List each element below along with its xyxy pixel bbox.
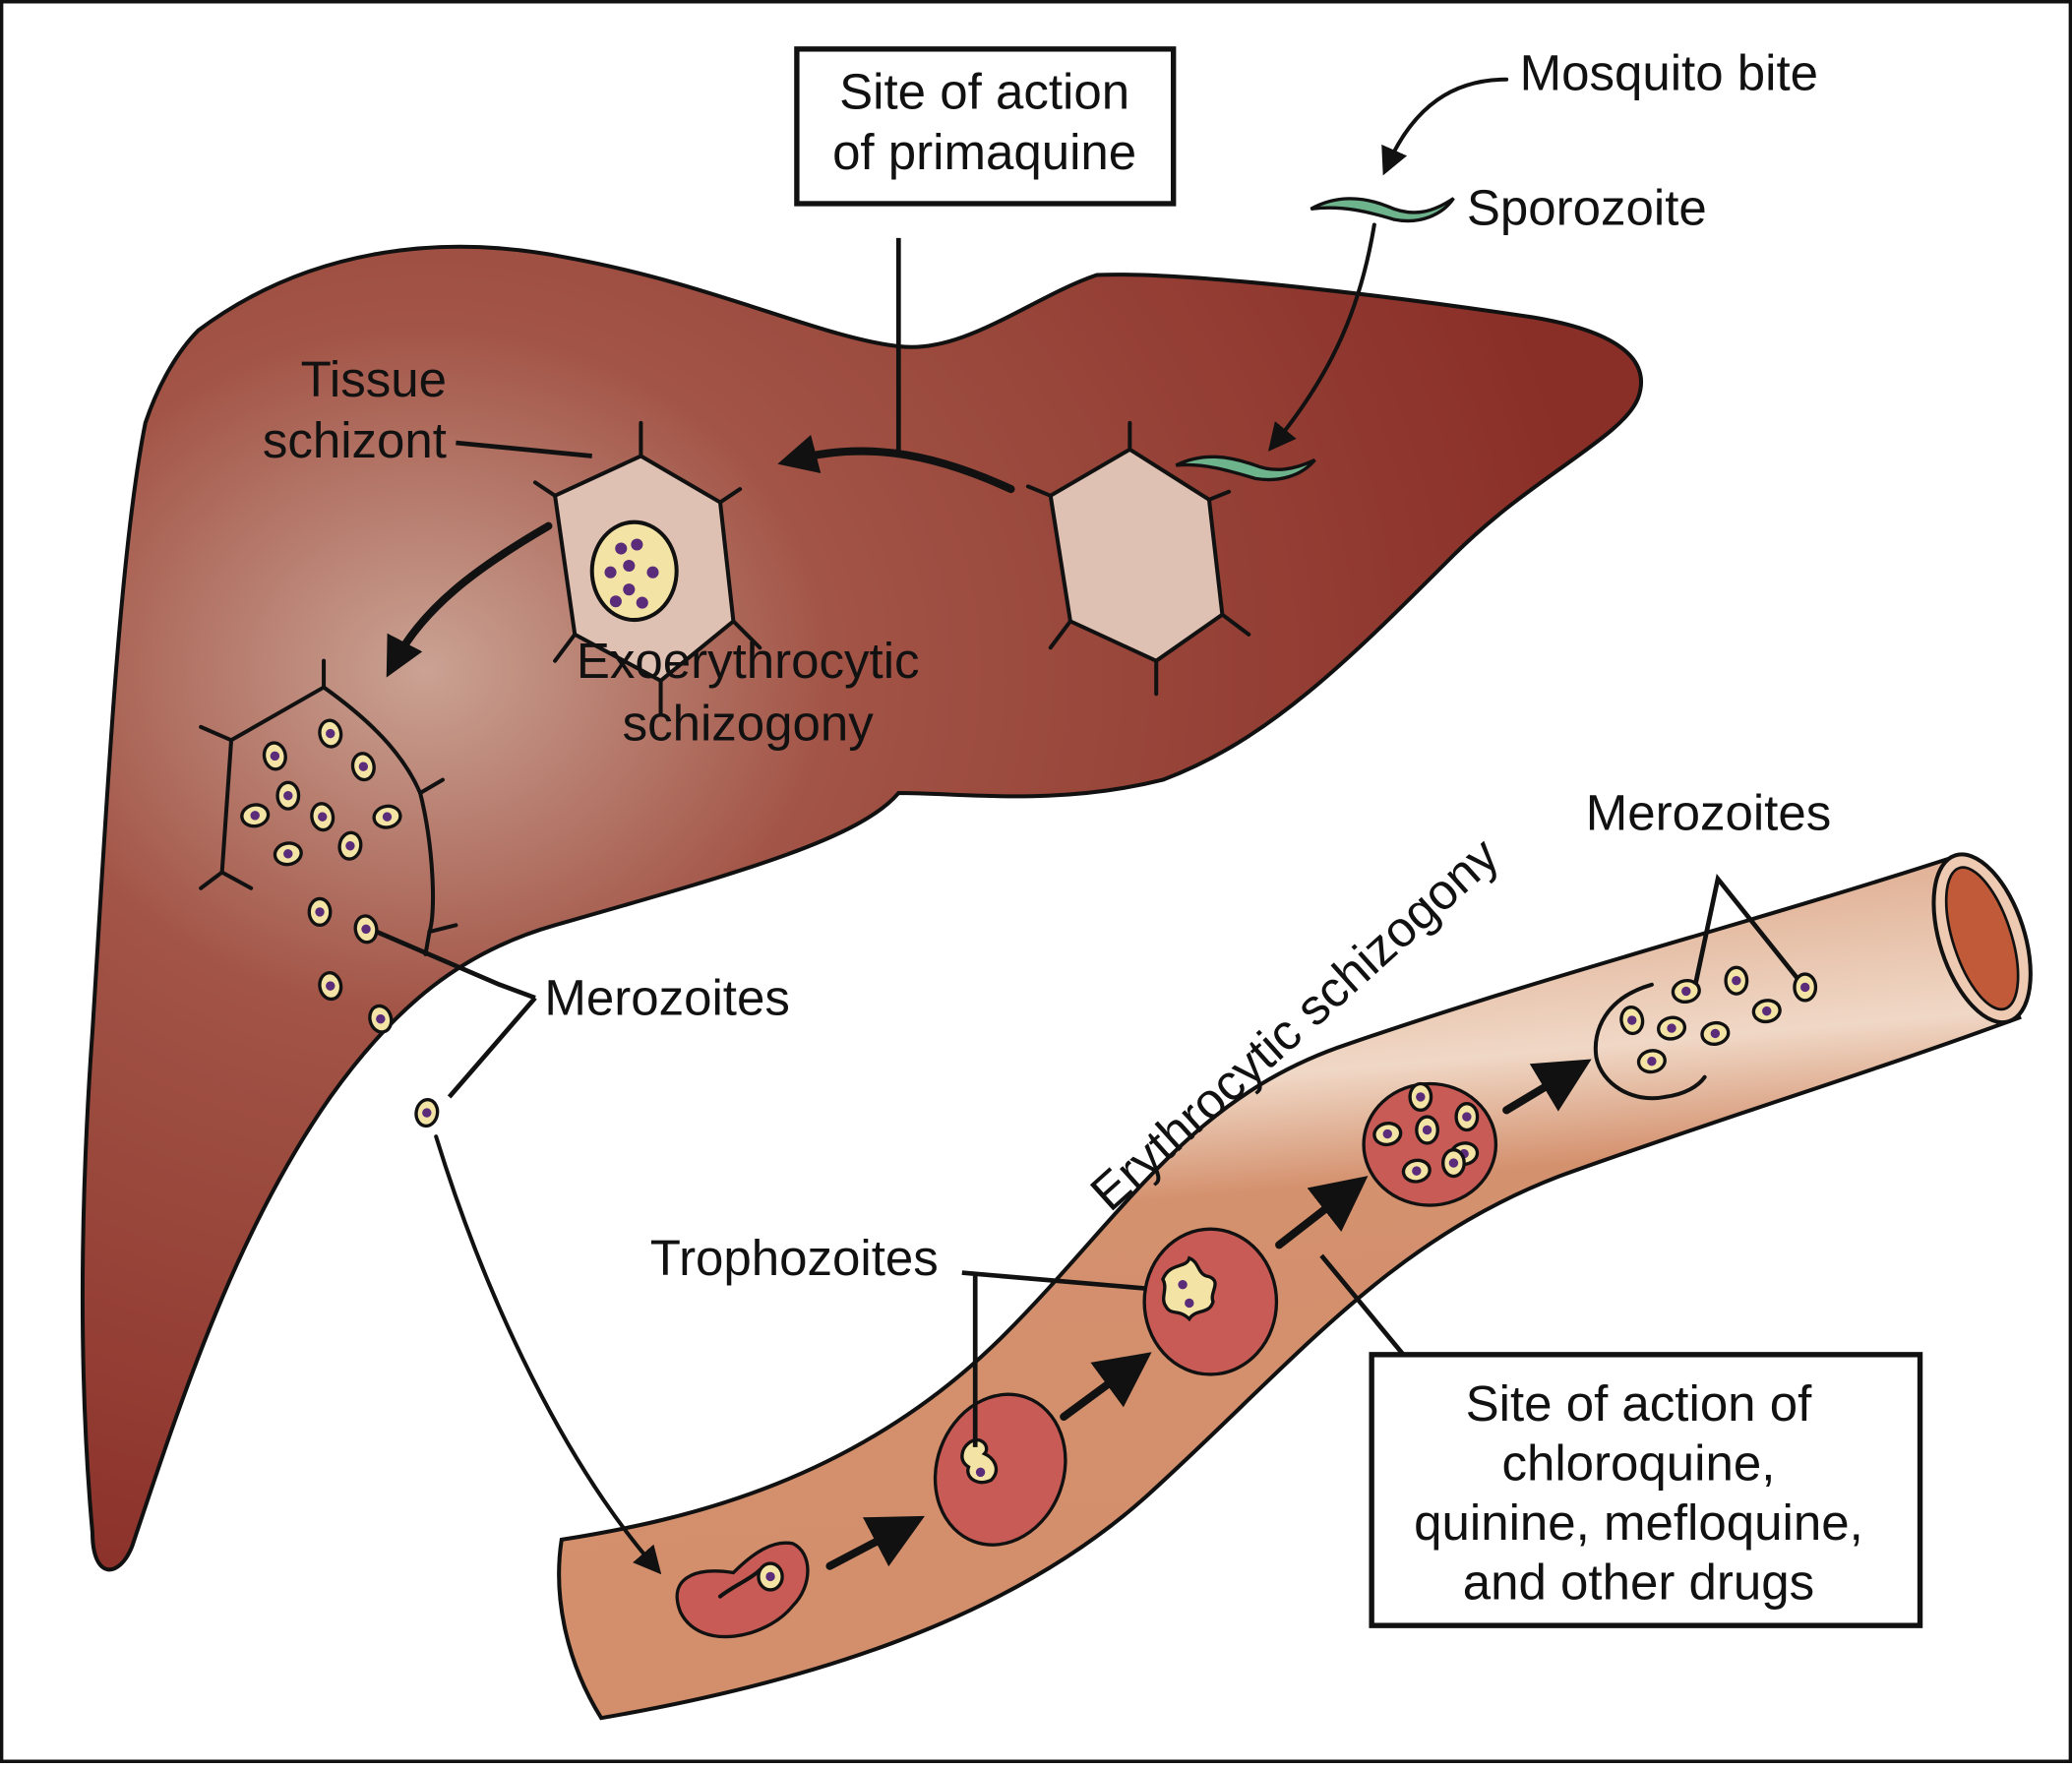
rbc-early-trophozoite xyxy=(933,1392,1067,1547)
merozoite xyxy=(337,830,363,861)
ruptured-hepatocyte xyxy=(199,658,458,956)
tissue-schizont xyxy=(589,519,679,623)
arrow-rbc-2 xyxy=(1060,1352,1152,1421)
rbc-ring-stage xyxy=(675,1541,810,1639)
merozoite xyxy=(1408,1081,1433,1113)
merozoite xyxy=(368,1004,394,1034)
arrow-sporozoite-to-schizont xyxy=(777,434,1015,494)
merozoite xyxy=(1372,1122,1403,1147)
primaquine-line-2: of primaquine xyxy=(832,124,1136,180)
leader-tissue-schizont xyxy=(456,440,592,458)
leader-chloroquine xyxy=(1319,1253,1406,1357)
merozoite xyxy=(353,914,379,945)
label-exo-line1: Exoerythrocytic xyxy=(577,633,920,689)
merozoite xyxy=(1454,1101,1480,1132)
arrow-rbc-4 xyxy=(1502,1059,1592,1115)
label-sporozoite: Sporozoite xyxy=(1467,179,1707,235)
merozoite xyxy=(1724,965,1749,996)
label-mosquito-bite: Mosquito bite xyxy=(1520,44,1818,100)
label-merozoites-liver: Merozoites xyxy=(544,970,790,1026)
arrow-mosquito-bite xyxy=(1381,77,1509,176)
merozoite xyxy=(240,803,271,828)
chloroquine-line-1: Site of action of xyxy=(1466,1375,1812,1432)
chloroquine-line-2: chloroquine, xyxy=(1501,1434,1775,1491)
merozoite xyxy=(372,804,402,829)
sporozoite-in-cell xyxy=(1175,455,1316,482)
chloroquine-box: Site of action of chloroquine, quinine, … xyxy=(1369,1352,1923,1628)
merozoite xyxy=(1700,1020,1731,1046)
merozoite xyxy=(1415,1115,1439,1145)
arrow-sporozoite-to-liver xyxy=(1267,222,1376,452)
chloroquine-line-4: and other drugs xyxy=(1463,1554,1814,1610)
arrow-schizont-to-rupture xyxy=(386,521,553,678)
leader-liver-merozoites xyxy=(375,929,537,1099)
merozoite xyxy=(275,780,301,811)
merozoite xyxy=(1657,1015,1687,1041)
merozoite xyxy=(262,741,287,771)
merozoite xyxy=(1619,1005,1645,1036)
leader-blood-merozoites xyxy=(1692,873,1799,986)
label-tissue-line2: schizont xyxy=(263,412,447,468)
merozoite xyxy=(318,971,343,1002)
merozoite xyxy=(1671,978,1701,1004)
vessel-lumen xyxy=(1944,866,2020,1011)
primaquine-box: Site of action of primaquine xyxy=(794,46,1177,207)
sporozoite xyxy=(1310,197,1455,223)
leader-trophozoites xyxy=(961,1270,1148,1447)
merozoite xyxy=(273,841,303,867)
merozoite xyxy=(350,752,376,782)
merozoite xyxy=(1793,972,1818,1003)
arrow-liver-to-blood xyxy=(434,1134,662,1575)
chloroquine-line-3: quinine, mefloquine, xyxy=(1414,1494,1863,1551)
arrow-rbc-3 xyxy=(1275,1176,1369,1250)
merozoite xyxy=(1401,1158,1432,1184)
merozoite xyxy=(318,718,343,749)
merozoite xyxy=(1636,1049,1667,1074)
schizont-nuclei xyxy=(604,538,659,609)
label-trophozoites: Trophozoites xyxy=(650,1230,939,1286)
merozoite xyxy=(1751,999,1782,1024)
merozoite xyxy=(307,896,333,928)
ruptured-rbc xyxy=(1593,965,1818,1101)
label-merozoites-blood: Merozoites xyxy=(1586,785,1832,841)
arrow-rbc-1 xyxy=(825,1515,925,1570)
merozoite xyxy=(310,802,335,832)
primaquine-line-1: Site of action xyxy=(839,63,1129,119)
merozoite xyxy=(1440,1147,1466,1179)
free-merozoite xyxy=(414,1098,440,1128)
liver-merozoite-cluster xyxy=(240,718,402,1034)
rbc-trophozoite xyxy=(1142,1227,1279,1376)
rbc-schizont xyxy=(1362,1081,1498,1207)
label-exo-line2: schizogony xyxy=(623,695,875,751)
hepatocyte-tissue-schizont xyxy=(532,420,762,716)
label-tissue-line1: Tissue xyxy=(301,351,447,407)
hepatocyte-sporozoite xyxy=(1025,420,1316,697)
merozoite xyxy=(414,1098,440,1128)
